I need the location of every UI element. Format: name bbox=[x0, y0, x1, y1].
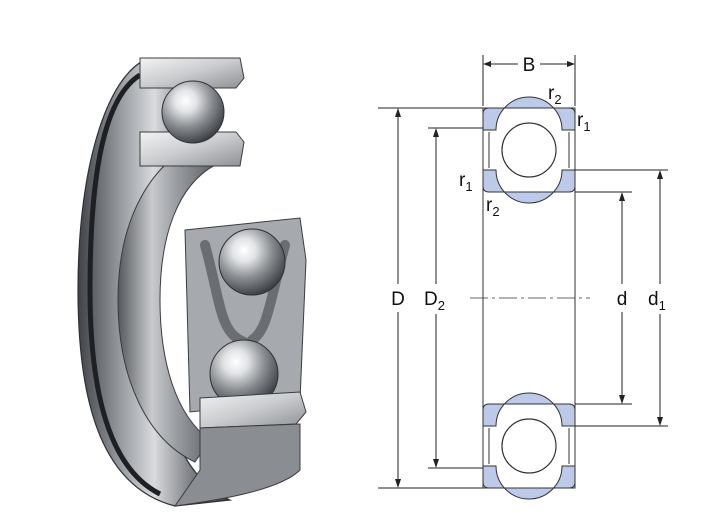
seal-groove bbox=[87, 72, 162, 497]
radius-label-r2-top: r2 bbox=[548, 83, 562, 107]
bottom-ball-section bbox=[501, 418, 557, 474]
inner-bore bbox=[117, 139, 216, 463]
top-inner-ring bbox=[482, 169, 576, 204]
dim-label-D2: D2 bbox=[424, 289, 445, 313]
bearing-illustration bbox=[77, 57, 307, 507]
top-inner-ring-section bbox=[139, 131, 245, 167]
dim-label-d: d bbox=[617, 289, 628, 310]
radius-label-r2-left: r2 bbox=[486, 195, 500, 219]
dimension-D bbox=[378, 107, 483, 489]
bottom-outer-ring bbox=[482, 465, 576, 500]
radius-label-r1-left: r1 bbox=[459, 170, 473, 194]
technical-drawing: B D D2 bbox=[378, 55, 668, 500]
dimension-d bbox=[575, 191, 632, 405]
dim-label-D: D bbox=[391, 289, 405, 310]
dimension-d1 bbox=[575, 169, 668, 427]
dim-label-d1: d1 bbox=[648, 289, 666, 313]
middle-ball bbox=[218, 228, 286, 296]
dim-label-B: B bbox=[523, 55, 536, 76]
top-outer-ring-section bbox=[139, 57, 245, 89]
dimension-B bbox=[482, 55, 576, 106]
bottom-inner-ring bbox=[482, 392, 576, 427]
bottom-outer-ring-section bbox=[199, 391, 307, 429]
bottom-ring-base bbox=[173, 423, 301, 507]
dimension-D2 bbox=[428, 127, 483, 469]
top-outer-ring bbox=[482, 96, 576, 131]
radius-label-r1-right: r1 bbox=[577, 110, 591, 134]
top-ball bbox=[161, 80, 225, 144]
top-ball-section bbox=[501, 122, 557, 178]
